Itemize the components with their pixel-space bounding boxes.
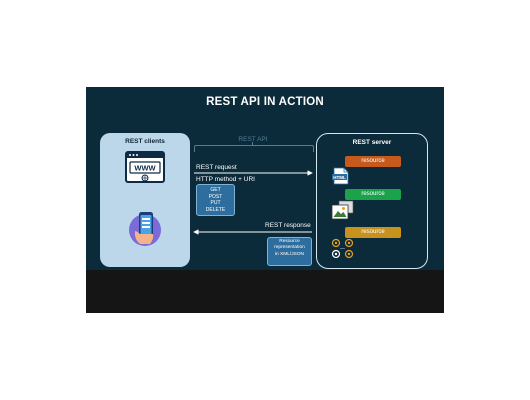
http-methods-box: GET POST PUT DELETE [196, 184, 235, 216]
rest-response-label: REST response [265, 222, 311, 229]
browser-www-text: WWW [134, 164, 156, 173]
representation-line-3: in XML/JSON [274, 251, 305, 257]
slide-title: REST API IN ACTION [206, 96, 324, 108]
html-file-label: HTML [333, 175, 346, 180]
method-post: POST [208, 193, 223, 200]
method-delete: DELETE [205, 206, 226, 213]
rest-server-title: REST server [352, 139, 392, 146]
representation-line-2: representation [274, 245, 305, 251]
slide-bottom-band [86, 270, 444, 313]
slide: REST API IN ACTION REST API REST clients… [86, 87, 444, 313]
rest-clients-panel: REST clients WWW [100, 133, 190, 267]
image-file-icon [331, 200, 354, 220]
resource-badge-3: resource [345, 227, 401, 238]
rest-clients-title: REST clients [125, 138, 165, 145]
resource-badge-2: resource [345, 189, 401, 200]
request-response-arrows [193, 170, 313, 235]
smartphone-icon [129, 212, 161, 246]
rest-api-label: REST API [238, 136, 268, 143]
rest-server-panel: REST server resource resource resource H… [316, 133, 428, 269]
method-get: GET [210, 187, 221, 193]
rest-api-brace-tick [252, 142, 253, 146]
html-file-icon: HTML [332, 167, 349, 185]
resource-representation-box: Resource representation in XML/JSON [267, 237, 312, 266]
method-put: PUT [210, 200, 221, 206]
resource-badge-1: resource [345, 156, 401, 167]
representation-line-1: Resource [279, 239, 300, 244]
rest-api-brace [194, 145, 314, 152]
browser-icon: WWW [125, 151, 165, 183]
http-method-label: HTTP method + URI [196, 176, 255, 183]
media-icons [331, 238, 354, 259]
rest-request-label: REST request [196, 164, 237, 171]
